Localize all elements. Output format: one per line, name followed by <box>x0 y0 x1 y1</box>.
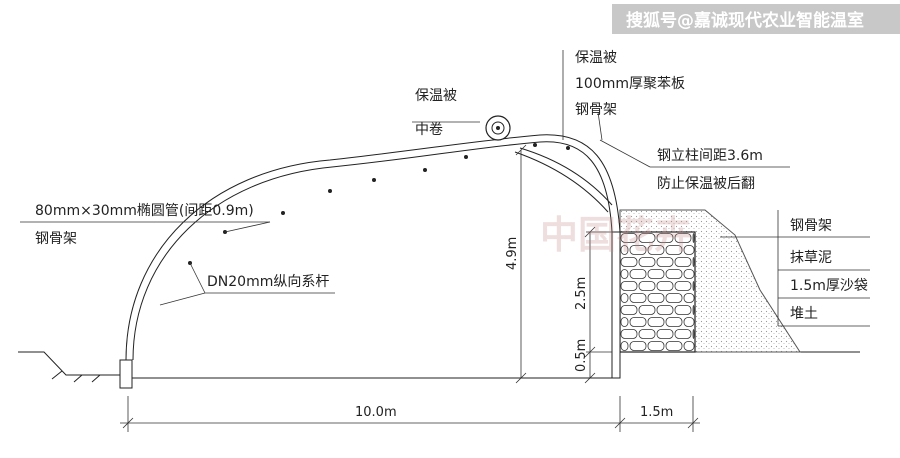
sandbag <box>665 317 683 327</box>
sandbag <box>656 281 674 291</box>
sandbag <box>629 245 647 255</box>
label-oval-pipe: 80mm×30mm椭圆管(间距0.9m) <box>35 203 254 219</box>
sandbag <box>629 293 647 303</box>
sandbag <box>665 341 683 351</box>
sandbag <box>674 281 692 291</box>
sandbag <box>638 281 656 291</box>
label-wall-sandbag: 1.5m厚沙袋 <box>790 278 868 294</box>
steel-arch-frame <box>119 134 621 389</box>
sandbag <box>647 269 665 279</box>
sandbag <box>620 317 629 327</box>
sandbag <box>620 233 638 243</box>
label-board: 100mm厚聚苯板 <box>575 75 685 92</box>
sandbag <box>665 245 683 255</box>
sandbag <box>674 257 692 267</box>
label-wall-soil: 堆土 <box>790 306 818 322</box>
label-quilt-top: 保温被 <box>575 50 617 66</box>
sandbag <box>620 257 638 267</box>
label-steel-frame-left: 钢骨架 <box>35 231 77 247</box>
quilt-roll <box>485 115 511 141</box>
sandbag <box>683 293 695 303</box>
label-anti-flip: 防止保温被后翻 <box>657 176 755 192</box>
sandbag <box>620 269 629 279</box>
sandbag <box>674 305 692 315</box>
sandbag <box>647 317 665 327</box>
sandbag <box>656 305 674 315</box>
sandbag <box>656 233 674 243</box>
dim-height-wall: 2.5m <box>574 277 589 310</box>
label-quilt-roll-1: 保温被 <box>415 88 457 104</box>
sandbag <box>665 293 683 303</box>
sandbag <box>674 329 692 339</box>
height-dimension <box>515 144 612 384</box>
ground-line <box>18 351 860 383</box>
dim-wall-thickness: 1.5m <box>640 405 673 420</box>
watermark-bar <box>612 4 900 34</box>
sandbag <box>620 341 629 351</box>
sandbag <box>647 245 665 255</box>
watermark-center: 中国花卉 <box>540 213 692 257</box>
sandbag <box>638 305 656 315</box>
sandbag <box>692 305 695 315</box>
sandbag <box>638 233 656 243</box>
sandbag <box>629 269 647 279</box>
sandbag <box>620 281 638 291</box>
sandbag <box>674 233 692 243</box>
span-dimension <box>120 396 700 432</box>
sandbag <box>683 317 695 327</box>
sandbag <box>692 329 695 339</box>
dim-span: 10.0m <box>355 405 397 420</box>
label-quilt-roll-2: 中卷 <box>415 122 443 138</box>
sandbag <box>629 317 647 327</box>
label-wall-mud: 抹草泥 <box>790 250 832 266</box>
sandbag <box>638 329 656 339</box>
sandbag <box>620 245 629 255</box>
sandbag <box>638 257 656 267</box>
sandbag <box>683 341 695 351</box>
sandbag <box>692 281 695 291</box>
leader-lines <box>20 50 870 327</box>
sandbag <box>656 257 674 267</box>
label-steel-frame-top: 钢骨架 <box>575 102 617 118</box>
sandbag <box>647 341 665 351</box>
label-column-spacing: 钢立柱间距3.6m <box>657 148 763 164</box>
sandbag <box>620 293 629 303</box>
watermark-source: 搜狐号@嘉诚现代农业智能温室 <box>626 10 864 31</box>
label-tie-rod: DN20mm纵向系杆 <box>207 274 329 290</box>
sandbag <box>665 269 683 279</box>
tie-rod-dots <box>188 143 570 265</box>
dim-height-base: 0.5m <box>574 339 589 372</box>
sandbag-wall <box>619 231 696 353</box>
sandbag <box>683 269 695 279</box>
sandbag <box>683 245 695 255</box>
label-wall-steel-frame: 钢骨架 <box>790 218 832 234</box>
sandbag <box>656 329 674 339</box>
sandbag <box>629 341 647 351</box>
sandbag <box>620 329 638 339</box>
dim-height-total: 4.9m <box>505 237 520 270</box>
sandbag <box>692 233 695 243</box>
sandbag <box>647 293 665 303</box>
sandbag <box>692 257 695 267</box>
sandbag <box>620 305 638 315</box>
